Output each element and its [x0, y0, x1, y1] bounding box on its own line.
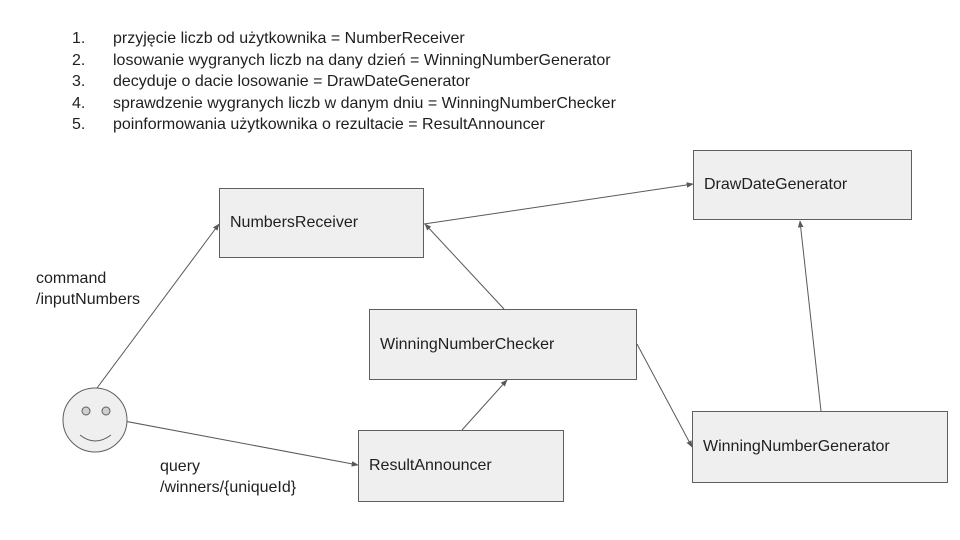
box-winning-number-generator: WinningNumberGenerator	[692, 411, 948, 483]
box-label: DrawDateGenerator	[704, 176, 848, 193]
box-winning-number-checker: WinningNumberChecker	[369, 309, 637, 380]
box-label: NumbersReceiver	[230, 214, 359, 231]
item-text: przyjęcie liczb od użytkownika = NumberR…	[113, 30, 465, 47]
edge-label-line: command	[36, 270, 107, 287]
box-numbers-receiver: NumbersReceiver	[219, 188, 424, 258]
edge-label-line: /winners/{uniqueId}	[160, 479, 297, 496]
arrow-checker-to-winning-number-generator	[636, 343, 693, 448]
smiley-left-eye	[81, 406, 91, 416]
item-text: poinformowania użytkownika o rezultacie …	[113, 116, 545, 133]
arrow-numbers-receiver-to-draw-date-generator	[423, 182, 694, 225]
requirements-list: 1. przyjęcie liczb od użytkownika = Numbe…	[72, 28, 616, 136]
box-draw-date-generator: DrawDateGenerator	[693, 150, 912, 220]
item-number: 5.	[72, 116, 86, 133]
box-label: ResultAnnouncer	[369, 457, 492, 474]
user-smiley-icon	[62, 387, 128, 453]
item-text: decyduje o dacie losowanie = DrawDateGen…	[113, 73, 471, 90]
arrow-user-to-result-announcer	[123, 420, 359, 467]
item-text: losowanie wygranych liczb na dany dzień …	[113, 51, 611, 69]
requirement-item: 4. sprawdzenie wygranych liczb w danym dn…	[72, 93, 616, 115]
item-number: 1.	[72, 30, 86, 47]
requirement-item: 5. poinformowania użytkownika o rezultaci…	[72, 114, 616, 136]
requirement-item: 3. decyduje o dacie losowanie = DrawDateG…	[72, 71, 616, 93]
item-text: sprawdzenie wygranych liczb w danym dniu…	[113, 94, 616, 112]
smiley-face	[62, 387, 128, 453]
requirement-item: 1. przyjęcie liczb od użytkownika = Numbe…	[72, 28, 616, 50]
item-number: 2.	[72, 51, 86, 69]
edge-label-query: query /winners/{uniqueId}	[160, 456, 296, 498]
item-number: 3.	[72, 73, 86, 90]
arrow-user-to-numbers-receiver	[96, 223, 220, 389]
item-number: 4.	[72, 94, 86, 112]
box-label: WinningNumberGenerator	[703, 438, 890, 455]
arrow-generator-to-draw-date-generator	[797, 220, 822, 412]
edge-label-line: /inputNumbers	[36, 291, 141, 308]
box-result-announcer: ResultAnnouncer	[358, 430, 564, 502]
arrow-checker-to-numbers-receiver	[424, 223, 505, 310]
arrow-announcer-to-checker	[461, 379, 508, 431]
smiley-right-eye	[101, 406, 111, 416]
requirement-item: 2. losowanie wygranych liczb na dany dzie…	[72, 50, 616, 72]
edge-label-line: query	[160, 458, 201, 475]
box-label: WinningNumberChecker	[380, 335, 555, 353]
smiley-mouth	[79, 434, 112, 442]
edge-label-command: command /inputNumbers	[36, 268, 140, 310]
